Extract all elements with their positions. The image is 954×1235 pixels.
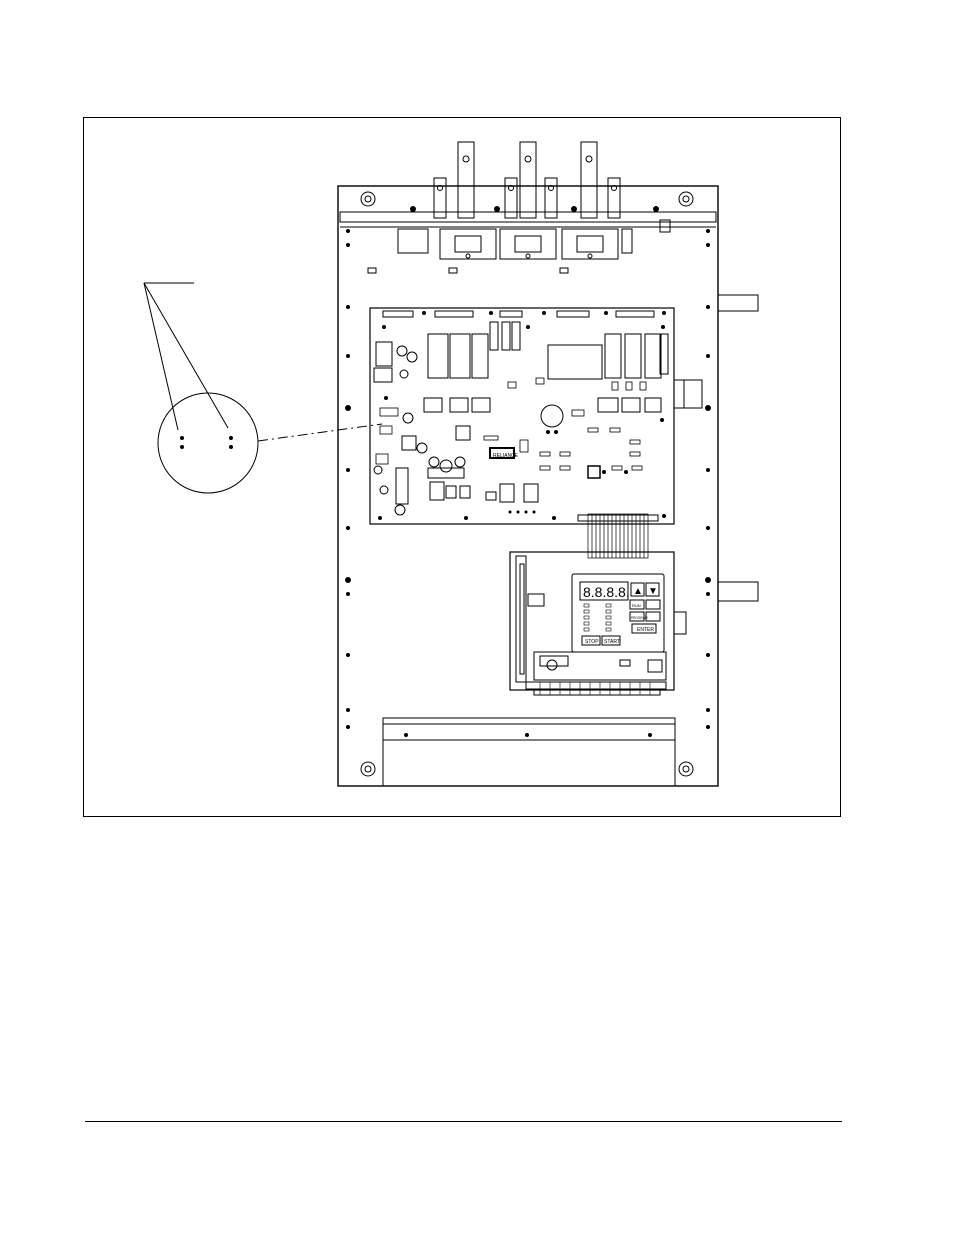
chassis-screws bbox=[345, 206, 711, 737]
power-terminals bbox=[398, 142, 670, 259]
stop-label: STOP bbox=[585, 639, 599, 645]
detail-leader-line bbox=[258, 424, 382, 441]
program-label: PROGRAM bbox=[631, 616, 648, 620]
enter-label: ENTER bbox=[637, 627, 654, 633]
run-label: RUN bbox=[632, 603, 641, 608]
down-arrow-icon: ▼ bbox=[648, 586, 658, 597]
drive-chassis bbox=[338, 186, 718, 786]
start-label: START bbox=[604, 639, 620, 645]
board-logo: RELIANCE bbox=[493, 453, 519, 459]
keypad-auto-button[interactable] bbox=[646, 612, 660, 621]
up-arrow-icon: ▲ bbox=[633, 586, 643, 597]
detail-callout bbox=[144, 283, 382, 493]
detail-test-pins bbox=[180, 436, 233, 449]
chassis-slots bbox=[368, 268, 568, 273]
keypad-module: 8.8.8.8. ▲ ▼ RUN PROGRAM ENTER STOP STAR… bbox=[510, 552, 686, 695]
control-board: RELIANCE bbox=[370, 308, 702, 524]
keypad-mode-button[interactable] bbox=[646, 600, 660, 609]
keypad-display: 8.8.8.8. bbox=[583, 584, 630, 600]
side-brackets bbox=[718, 295, 758, 601]
footer-rule bbox=[85, 1121, 842, 1122]
